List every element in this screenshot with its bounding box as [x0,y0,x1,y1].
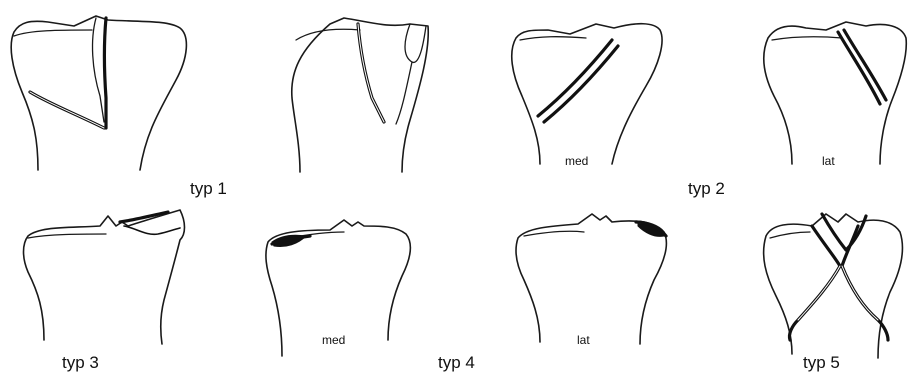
typ4-drawing-lat [516,214,666,344]
label-typ2-med: med [565,155,588,167]
label-typ5: typ 5 [803,354,840,371]
typ2-drawing-med [512,24,662,164]
label-typ3: typ 3 [62,354,99,371]
typ1-drawing-a [11,16,186,170]
label-typ4: typ 4 [438,354,475,371]
typ3-drawing [24,210,185,344]
label-typ2-lat: lat [822,155,835,167]
typ1-drawing-b [292,18,429,172]
label-typ4-med: med [322,334,345,346]
label-typ4-lat: lat [577,334,590,346]
label-typ2: typ 2 [688,180,725,197]
typ5-drawing [764,214,903,358]
typ2-drawing-lat [764,22,907,164]
label-typ1: typ 1 [190,180,227,197]
